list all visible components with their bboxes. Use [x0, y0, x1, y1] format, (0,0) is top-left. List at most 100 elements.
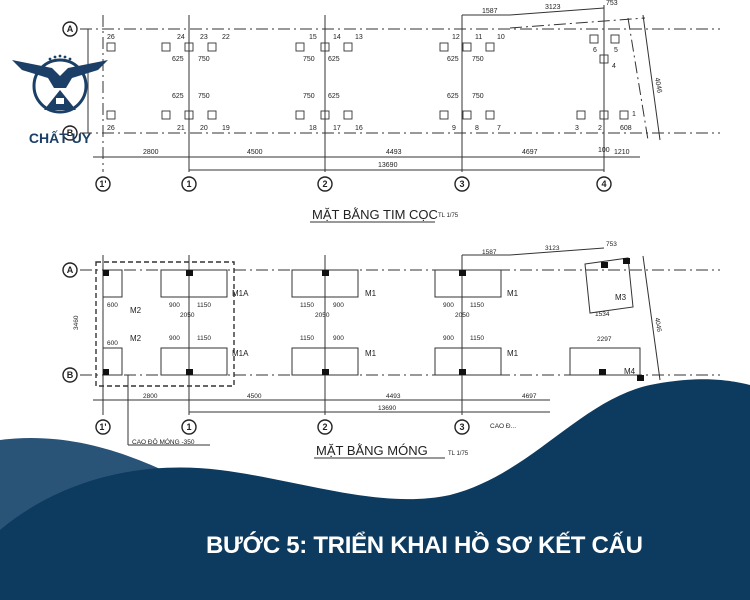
- svg-text:19: 19: [222, 125, 230, 132]
- foundation-plan-title: MẶT BẰNG MÓNG: [316, 443, 428, 458]
- pile-plan-title: MẶT BẰNG TIM CỌC: [312, 207, 438, 222]
- svg-text:13690: 13690: [378, 162, 398, 169]
- svg-text:4: 4: [601, 179, 606, 189]
- svg-text:1150: 1150: [300, 335, 314, 342]
- svg-text:M1A: M1A: [232, 349, 249, 358]
- svg-text:600: 600: [107, 340, 118, 347]
- svg-text:2297: 2297: [597, 336, 612, 343]
- svg-text:750: 750: [198, 56, 210, 63]
- svg-text:2800: 2800: [143, 393, 158, 400]
- svg-text:CAO Đ...: CAO Đ...: [490, 423, 516, 430]
- svg-text:15: 15: [309, 34, 317, 41]
- svg-text:2: 2: [322, 422, 327, 432]
- svg-text:16: 16: [355, 125, 363, 132]
- svg-text:2050: 2050: [455, 312, 470, 319]
- svg-text:M1: M1: [365, 289, 377, 298]
- foundation-plan: [80, 247, 720, 446]
- svg-text:22: 22: [222, 34, 230, 41]
- svg-text:750: 750: [472, 93, 484, 100]
- svg-text:1150: 1150: [197, 335, 211, 342]
- svg-text:3123: 3123: [545, 4, 561, 11]
- svg-text:625: 625: [172, 56, 184, 63]
- svg-text:753: 753: [606, 241, 617, 248]
- svg-text:4500: 4500: [247, 149, 263, 156]
- svg-text:4493: 4493: [386, 393, 401, 400]
- banner-title: BƯỚC 5: TRIỂN KHAI HỒ SƠ KẾT CẤU: [206, 532, 643, 559]
- svg-text:1587: 1587: [482, 249, 497, 256]
- svg-text:M1: M1: [365, 349, 377, 358]
- svg-text:1: 1: [186, 179, 191, 189]
- svg-text:750: 750: [198, 93, 210, 100]
- svg-text:4: 4: [612, 63, 616, 70]
- svg-text:2: 2: [598, 125, 602, 132]
- svg-text:4500: 4500: [247, 393, 262, 400]
- svg-text:2050: 2050: [180, 312, 195, 319]
- svg-text:5: 5: [614, 47, 618, 54]
- svg-text:100: 100: [598, 147, 610, 154]
- svg-text:18: 18: [309, 125, 317, 132]
- svg-text:625: 625: [447, 56, 459, 63]
- pile-markers: [106, 34, 629, 120]
- svg-text:10: 10: [497, 34, 505, 41]
- svg-text:1150: 1150: [470, 335, 484, 342]
- pile-layout-plan: [80, 5, 720, 172]
- banner-wave-dark: [0, 379, 750, 600]
- svg-text:2: 2: [322, 179, 327, 189]
- svg-text:4493: 4493: [386, 149, 402, 156]
- svg-text:625: 625: [328, 56, 340, 63]
- svg-text:753: 753: [606, 0, 618, 7]
- svg-text:900: 900: [169, 335, 180, 342]
- grid-bubbles-top: [62, 21, 612, 192]
- svg-text:4697: 4697: [522, 149, 538, 156]
- svg-text:14: 14: [333, 34, 341, 41]
- svg-text:13: 13: [355, 34, 363, 41]
- svg-text:900: 900: [443, 335, 454, 342]
- svg-text:900: 900: [443, 302, 454, 309]
- svg-text:2800: 2800: [143, 149, 159, 156]
- svg-text:3460: 3460: [73, 315, 80, 330]
- svg-text:13690: 13690: [378, 405, 396, 412]
- svg-text:625: 625: [328, 93, 340, 100]
- svg-text:1: 1: [632, 111, 636, 118]
- svg-text:7: 7: [497, 125, 501, 132]
- svg-text:3: 3: [459, 179, 464, 189]
- svg-text:M1: M1: [507, 349, 519, 358]
- svg-text:900: 900: [333, 335, 344, 342]
- svg-text:A: A: [67, 24, 74, 34]
- svg-text:750: 750: [303, 56, 315, 63]
- svg-text:1587: 1587: [482, 8, 498, 15]
- svg-text:23: 23: [200, 34, 208, 41]
- svg-text:3: 3: [575, 125, 579, 132]
- svg-text:900: 900: [333, 302, 344, 309]
- svg-text:M2: M2: [130, 306, 142, 315]
- svg-text:B: B: [67, 128, 74, 138]
- svg-text:TL 1/75: TL 1/75: [448, 451, 469, 457]
- svg-text:4046: 4046: [653, 77, 663, 94]
- foundation-elevation-note: CAO ĐỘ MÓNG -350: [132, 437, 195, 446]
- eagle-house-logo-icon: [12, 54, 108, 114]
- svg-text:21: 21: [177, 125, 185, 132]
- svg-text:M3: M3: [615, 293, 627, 302]
- svg-text:M4: M4: [624, 367, 636, 376]
- svg-text:750: 750: [303, 93, 315, 100]
- svg-text:1534: 1534: [595, 311, 610, 318]
- svg-text:1150: 1150: [197, 302, 211, 309]
- svg-text:3: 3: [459, 422, 464, 432]
- svg-text:TL 1/75: TL 1/75: [438, 213, 459, 219]
- svg-text:6: 6: [593, 47, 597, 54]
- svg-text:1: 1: [186, 422, 191, 432]
- brand-name: CHẤT UY: [28, 130, 92, 146]
- svg-text:900: 900: [169, 302, 180, 309]
- svg-text:750: 750: [472, 56, 484, 63]
- svg-text:8: 8: [475, 125, 479, 132]
- svg-text:26: 26: [107, 34, 115, 41]
- svg-text:625: 625: [447, 93, 459, 100]
- svg-text:B: B: [67, 370, 74, 380]
- svg-text:20: 20: [200, 125, 208, 132]
- svg-text:1': 1': [99, 179, 106, 189]
